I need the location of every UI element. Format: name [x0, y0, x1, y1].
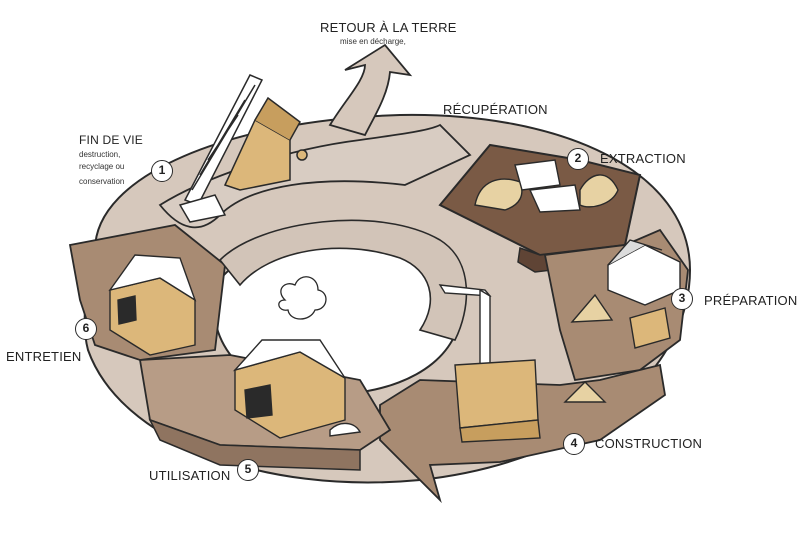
end-of-life-line-1: destruction, — [79, 150, 121, 159]
return-to-earth-title: RETOUR À LA TERRE — [320, 20, 457, 35]
recovery-label: RÉCUPÉRATION — [443, 102, 548, 117]
step-4-marker: 4 — [563, 433, 585, 455]
step-4-label: CONSTRUCTION — [595, 436, 703, 451]
inner-band — [218, 219, 468, 341]
step-2-marker: 2 — [567, 148, 589, 170]
step-3-label: PRÉPARATION — [704, 293, 798, 308]
step-6-marker: 6 — [75, 318, 97, 340]
end-of-life-line-3: conservation — [79, 177, 125, 186]
utilisation-house — [232, 339, 362, 439]
step-1-marker: 1 — [151, 160, 173, 182]
return-arrow — [328, 43, 413, 137]
return-to-earth-subtitle: mise en décharge, — [340, 37, 406, 46]
entretien-house — [108, 254, 197, 356]
step-5-marker: 5 — [237, 459, 259, 481]
tree-sketch — [278, 276, 327, 320]
step-2-label: EXTRACTION — [600, 151, 686, 166]
end-of-life-title: FIN DE VIE — [79, 133, 144, 147]
use-label: UTILISATION — [149, 468, 231, 483]
demolition-scene — [178, 74, 308, 223]
construction-scene — [438, 284, 607, 443]
step-3-marker: 3 — [671, 288, 693, 310]
extraction-scene — [474, 159, 619, 213]
preparation-scene — [570, 239, 681, 349]
end-of-life-line-2: recyclage ou — [79, 162, 125, 171]
maintenance-label: ENTRETIEN — [6, 349, 82, 364]
utilisation-edge — [148, 418, 361, 471]
